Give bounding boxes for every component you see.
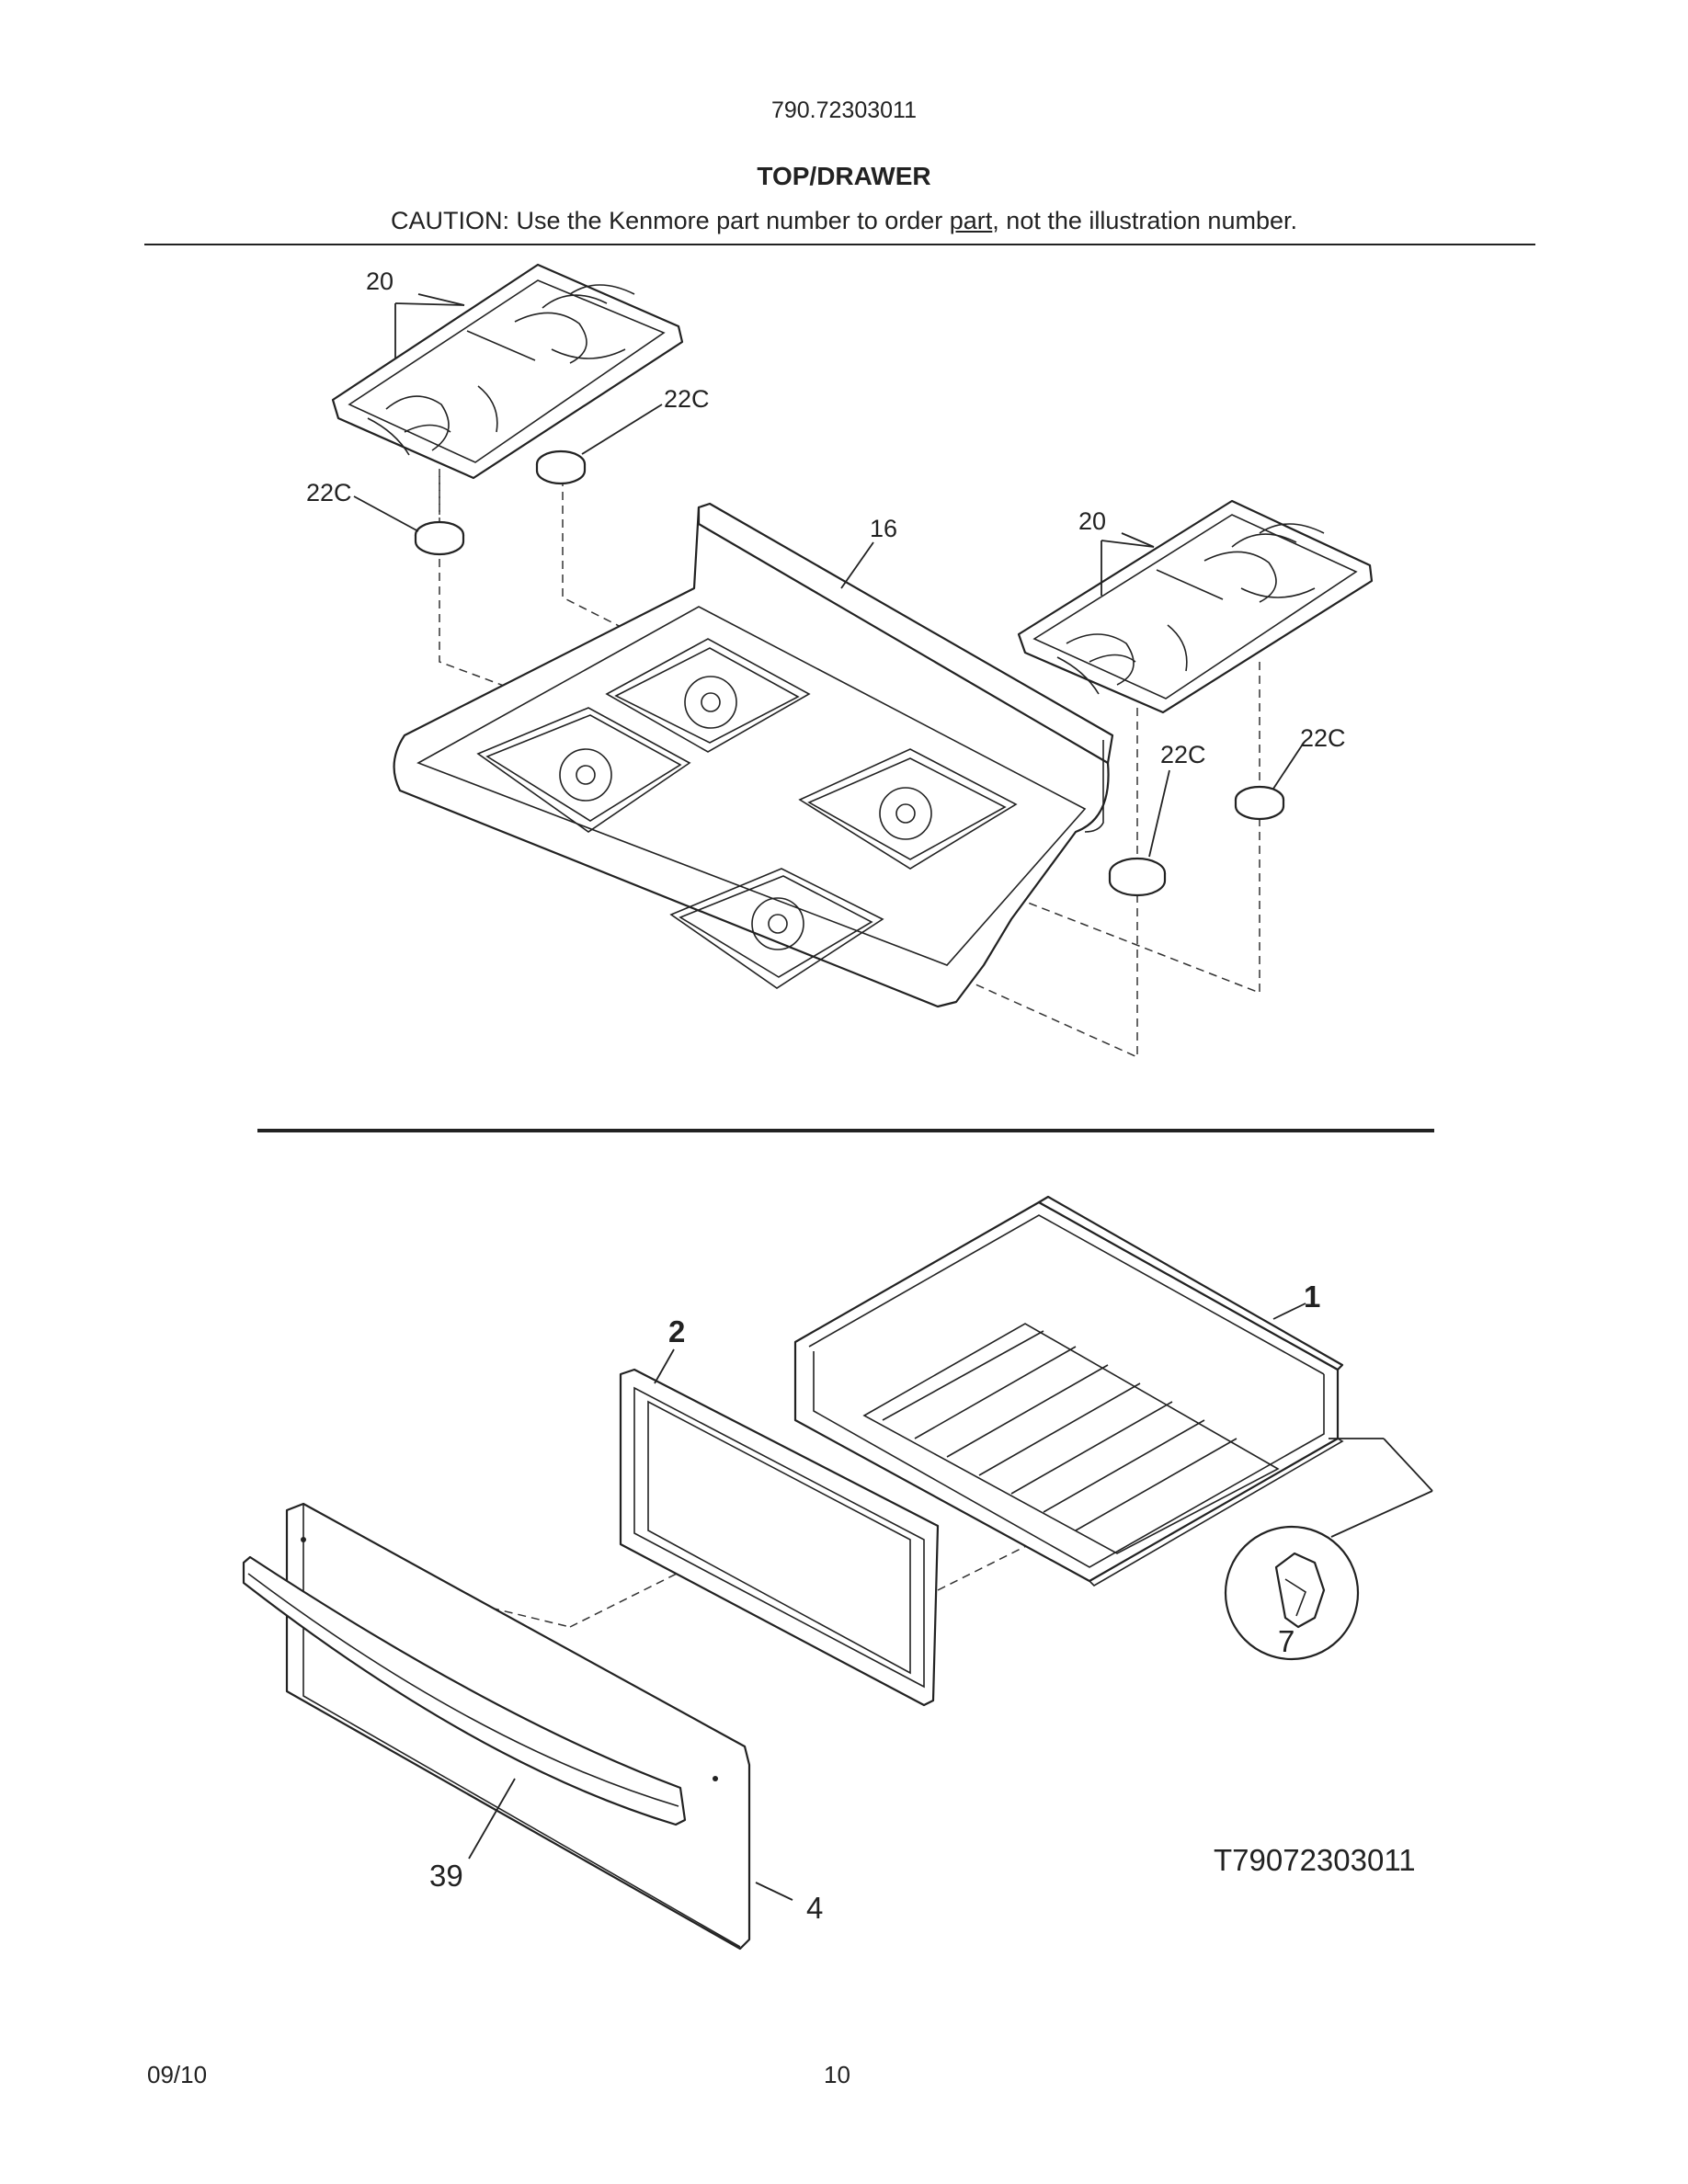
callout-cooktop: 16 bbox=[870, 515, 897, 542]
callout-drawer-front: 4 bbox=[806, 1891, 823, 1925]
footer-date: 09/10 bbox=[147, 2061, 208, 2088]
callout-grate-left: 20 bbox=[366, 267, 393, 295]
callout-drawer-handle: 39 bbox=[429, 1859, 463, 1893]
cooktop bbox=[393, 502, 1114, 1008]
burner-cap-right-far bbox=[1234, 785, 1285, 821]
callout-drawer-panel: 2 bbox=[668, 1314, 685, 1348]
caution-text-end: , not the illustration number. bbox=[992, 207, 1297, 234]
section-title: TOP/DRAWER bbox=[757, 162, 931, 190]
caution-part-word: part bbox=[949, 207, 993, 234]
callout-grate-right: 20 bbox=[1078, 507, 1106, 535]
drawer-handle bbox=[242, 1555, 687, 1826]
burner-cap-left-lower bbox=[414, 520, 465, 556]
grate-left bbox=[331, 263, 684, 480]
model-number: 790.72303011 bbox=[770, 97, 918, 123]
footer-page-number: 10 bbox=[824, 2061, 850, 2088]
caution-notice: CAUTION: Use the Kenmore part number to … bbox=[0, 207, 1688, 235]
callout-drawer-body: 1 bbox=[1304, 1280, 1320, 1314]
callout-drawer-clip: 7 bbox=[1278, 1624, 1295, 1658]
callout-cap-right-far: 22C bbox=[1300, 724, 1346, 752]
drawing-id: T79072303011 bbox=[1214, 1843, 1416, 1877]
drawer-inner-panel bbox=[619, 1368, 940, 1707]
callout-cap-left-lower: 22C bbox=[306, 479, 352, 506]
callout-cap-left-upper: 22C bbox=[664, 385, 710, 413]
leader-lines-top bbox=[353, 404, 1305, 858]
grate-right bbox=[1017, 499, 1374, 714]
burner-cap-left-upper bbox=[535, 449, 587, 485]
callout-cap-right-mid: 22C bbox=[1160, 741, 1206, 768]
drawer-body bbox=[793, 1195, 1344, 1587]
burner-cap-right-mid bbox=[1108, 857, 1167, 897]
leader-lines-drawer bbox=[468, 1302, 1306, 1901]
clip-detail-circle bbox=[1224, 1438, 1433, 1661]
caution-text: CAUTION: Use the Kenmore part number to … bbox=[391, 207, 950, 234]
